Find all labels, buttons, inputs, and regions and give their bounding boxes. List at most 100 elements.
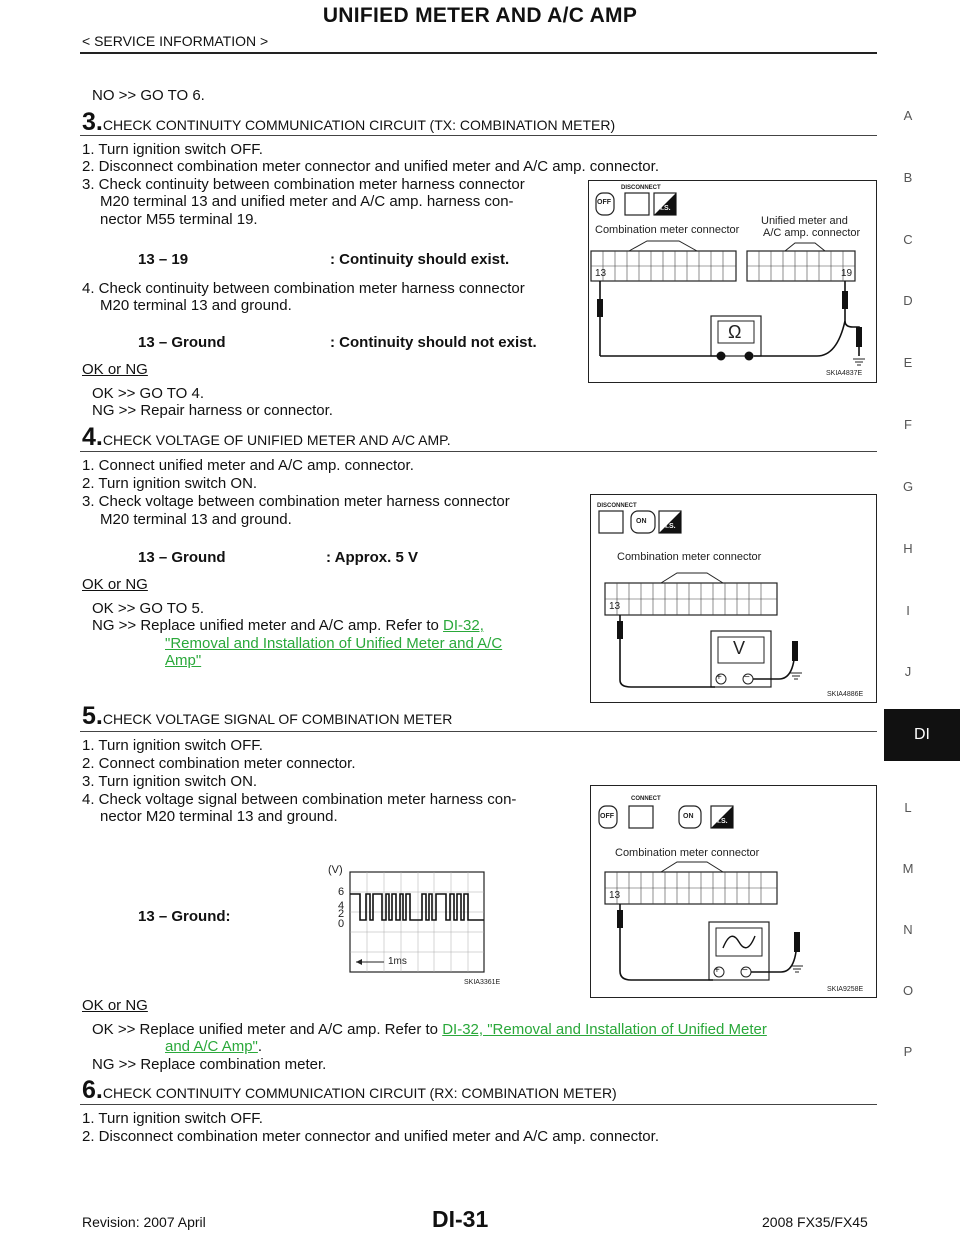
figure-id: SKIA4837E — [826, 370, 863, 377]
side-index-letter[interactable]: G — [902, 479, 914, 494]
link-di-32[interactable]: DI-32, — [443, 617, 484, 634]
ok-result: OK >> GO TO 4. — [92, 385, 204, 402]
continuity-diagram — [590, 192, 865, 366]
ng-result: NG >> Replace unified meter and A/C amp.… — [92, 617, 484, 634]
step4-item: 2. Turn ignition switch ON. — [82, 475, 258, 492]
step4-item: 1. Connect unified meter and A/C amp. co… — [82, 457, 414, 474]
scope-tick: 0 — [338, 918, 345, 930]
step6-rule — [80, 1104, 877, 1105]
connector-right-label-1: Unified meter and — [761, 215, 848, 227]
ok-or-ng: OK or NG — [82, 997, 148, 1014]
off-icon-label: OFF — [600, 813, 614, 820]
signal-diagram — [598, 805, 803, 981]
spec-label: 13 – Ground: — [138, 908, 231, 925]
connect-label: CONNECT — [631, 796, 661, 802]
ng-text: NG >> Replace unified meter and A/C amp.… — [92, 617, 439, 634]
ok-result: OK >> Replace unified meter and A/C amp.… — [92, 1021, 767, 1038]
disconnect-label: DISCONNECT — [621, 185, 661, 191]
connector-right-label-2: A/C amp. connector — [763, 227, 861, 239]
on-icon-label: ON — [636, 518, 647, 525]
ohmmeter-symbol: Ω — [728, 322, 742, 342]
pin-13-label: 13 — [595, 268, 607, 279]
side-index-letter[interactable]: O — [902, 983, 914, 998]
scope-tick: 2 — [338, 908, 345, 920]
pin-13-label: 13 — [609, 601, 621, 612]
spec-value: : Continuity should exist. — [330, 251, 510, 268]
step6-header: 6.CHECK CONTINUITY COMMUNICATION CIRCUIT… — [82, 1076, 617, 1105]
spec-value: : Approx. 5 V — [326, 549, 418, 566]
step4-item: 3. Check voltage between combination met… — [82, 493, 510, 510]
step4-rule — [80, 451, 877, 452]
figure-scope: (V) 6 4 2 0 1ms SKIA3361E — [326, 864, 501, 988]
figure-id: SKIA3361E — [464, 979, 501, 986]
step3-item: M20 terminal 13 and ground. — [100, 297, 292, 314]
ok-or-ng: OK or NG — [82, 361, 148, 378]
figure-id: SKIA9258E — [827, 986, 864, 993]
connector-left-label: Combination meter connector — [595, 224, 740, 236]
scope-unit: (V) — [328, 864, 343, 876]
no-goto-line: NO >> GO TO 6. — [92, 87, 205, 104]
minus-terminal: − — [744, 672, 750, 683]
connector-label: Combination meter connector — [617, 551, 762, 563]
side-index-letter[interactable]: D — [903, 293, 913, 308]
scope-tick: 4 — [338, 900, 345, 912]
section-tab-di[interactable]: DI — [884, 709, 960, 761]
step5-item: 3. Turn ignition switch ON. — [82, 773, 258, 790]
connector-label: Combination meter connector — [615, 847, 760, 859]
side-index-letter[interactable]: A — [903, 108, 913, 123]
step6-heading: CHECK CONTINUITY COMMUNICATION CIRCUIT (… — [102, 1085, 617, 1101]
voltage-diagram — [598, 510, 802, 688]
side-index-letter[interactable]: H — [903, 541, 913, 556]
side-index-letter[interactable]: B — [903, 170, 913, 185]
side-index-letter[interactable]: I — [906, 603, 910, 618]
spec-value: : Continuity should not exist. — [330, 334, 537, 351]
step4-number: 4. — [82, 423, 103, 451]
step5-item: 2. Connect combination meter connector. — [82, 755, 356, 772]
link-di-32-cont[interactable]: and A/C Amp" — [165, 1038, 258, 1055]
header-rule — [80, 52, 877, 54]
link-removal-installation[interactable]: "Removal and Installation of Unified Met… — [165, 635, 503, 652]
ok-text: OK >> Replace unified meter and A/C amp.… — [92, 1021, 439, 1038]
spec-label: 13 – Ground — [138, 549, 226, 566]
figure-id: SKIA4886E — [827, 691, 864, 698]
step3-item: nector M55 terminal 19. — [100, 211, 258, 228]
step3-header: 3.CHECK CONTINUITY COMMUNICATION CIRCUIT… — [82, 108, 615, 137]
on-icon-label: ON — [683, 813, 694, 820]
side-index-letter[interactable]: E — [903, 355, 913, 370]
pin-13-label: 13 — [609, 890, 621, 901]
step3-item: 4. Check continuity between combination … — [82, 280, 525, 297]
step3-item: 2. Disconnect combination meter connecto… — [82, 158, 659, 175]
link-di-32[interactable]: DI-32, "Removal and Installation of Unif… — [442, 1021, 767, 1038]
side-index-letter[interactable]: N — [903, 922, 913, 937]
scope-time: 1ms — [388, 956, 407, 967]
section-subtitle: < SERVICE INFORMATION > — [82, 33, 269, 49]
step3-item: 1. Turn ignition switch OFF. — [82, 141, 263, 158]
minus-terminal: − — [742, 965, 748, 976]
step5-heading: CHECK VOLTAGE SIGNAL OF COMBINATION METE… — [102, 711, 453, 727]
side-index-letter[interactable]: P — [903, 1044, 913, 1059]
revision-date: Revision: 2007 April — [82, 1214, 206, 1230]
page-number: DI-31 — [432, 1206, 489, 1232]
figure-continuity-tx: OFF DISCONNECT H.S. Combination meter co… — [588, 180, 877, 383]
ng-result: NG >> Repair harness or connector. — [92, 402, 333, 419]
page-title: UNIFIED METER AND A/C AMP — [322, 4, 638, 27]
ok-result-cont: and A/C Amp". — [165, 1038, 262, 1055]
side-index-letter[interactable]: C — [903, 232, 913, 247]
side-index-letter[interactable]: L — [904, 800, 912, 815]
step4-header: 4.CHECK VOLTAGE OF UNIFIED METER AND A/C… — [82, 423, 451, 452]
side-index-letter[interactable]: M — [902, 861, 914, 876]
ok-suffix: . — [257, 1038, 263, 1055]
side-index-letter[interactable]: F — [904, 417, 912, 432]
step6-item: 2. Disconnect combination meter connecto… — [82, 1128, 659, 1145]
step3-heading: CHECK CONTINUITY COMMUNICATION CIRCUIT (… — [102, 117, 616, 133]
model-name: 2008 FX35/FX45 — [762, 1214, 868, 1230]
voltmeter-symbol: V — [733, 638, 746, 658]
ok-result: OK >> GO TO 5. — [92, 600, 204, 617]
plus-terminal: + — [716, 672, 722, 683]
link-removal-installation-cont[interactable]: Amp" — [165, 652, 202, 669]
step4-heading: CHECK VOLTAGE OF UNIFIED METER AND A/C A… — [102, 432, 451, 448]
step5-item: 4. Check voltage signal between combinat… — [82, 791, 517, 808]
side-index-letter[interactable]: J — [904, 664, 912, 679]
hs-label: H.S. — [662, 523, 676, 530]
spec-label: 13 – Ground — [138, 334, 226, 351]
